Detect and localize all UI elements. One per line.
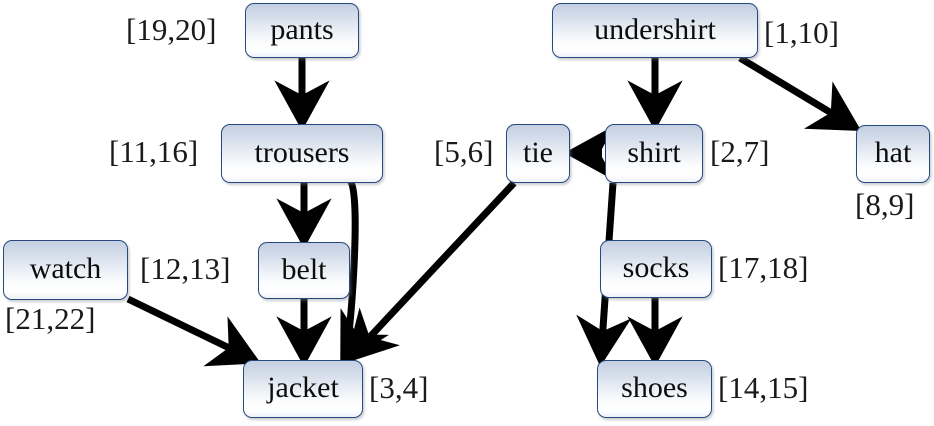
jacket-interval: [3,4]: [369, 370, 429, 405]
node-jacket[interactable]: jacket: [243, 360, 363, 418]
node-hat[interactable]: hat: [856, 125, 930, 183]
pants-interval: [19,20]: [126, 12, 217, 47]
node-tie[interactable]: tie: [506, 124, 570, 183]
node-shirt[interactable]: shirt: [605, 124, 703, 183]
shirt-interval: [2,7]: [710, 134, 770, 169]
watch-interval: [21,22]: [5, 301, 96, 336]
hat-interval: [8,9]: [855, 187, 915, 222]
tie-interval: [5,6]: [434, 134, 494, 169]
node-pants[interactable]: pants: [245, 3, 359, 58]
node-label-tie: tie: [523, 135, 553, 169]
node-undershirt[interactable]: undershirt: [552, 3, 758, 58]
edge-watch-to-jacket: [126, 295, 261, 367]
node-label-jacket: jacket: [267, 371, 339, 404]
node-label-belt: belt: [281, 252, 327, 286]
edge-tie-to-jacket: [345, 180, 517, 364]
undershirt-interval: [1,10]: [764, 15, 839, 50]
node-watch[interactable]: watch: [3, 240, 128, 300]
edges-group: [126, 55, 862, 367]
node-socks[interactable]: socks: [600, 240, 712, 298]
node-label-watch: watch: [29, 252, 102, 285]
node-label-trousers: trousers: [254, 135, 350, 169]
trousers-interval: [11,16]: [109, 134, 199, 169]
shoes-interval: [14,15]: [718, 370, 809, 405]
node-trousers[interactable]: trousers: [221, 124, 383, 183]
node-belt[interactable]: belt: [258, 242, 350, 299]
node-shoes[interactable]: shoes: [597, 360, 712, 418]
node-label-shirt: shirt: [627, 135, 681, 169]
node-label-socks: socks: [622, 251, 690, 284]
belt-interval: [12,13]: [140, 251, 231, 286]
node-label-hat: hat: [874, 136, 912, 169]
node-label-pants: pants: [270, 12, 334, 46]
socks-interval: [17,18]: [718, 250, 809, 285]
node-label-undershirt: undershirt: [594, 12, 716, 46]
edge-undershirt-to-hat: [738, 55, 862, 132]
node-label-shoes: shoes: [621, 371, 688, 404]
